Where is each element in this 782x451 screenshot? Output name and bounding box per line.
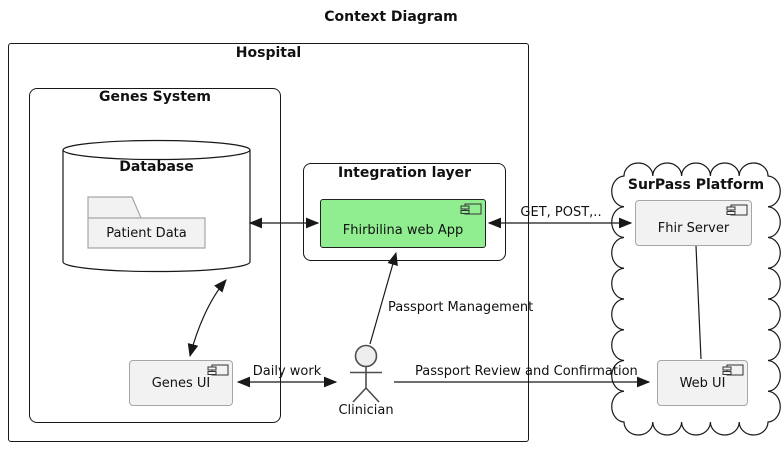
integration-layer-container	[303, 163, 506, 261]
clinician-label: Clinician	[338, 403, 394, 418]
genes-system-label: Genes System	[99, 89, 211, 105]
genes-ui-label: Genes UI	[151, 376, 211, 391]
web-ui-label: Web UI	[679, 376, 726, 391]
fhir-server-label: Fhir Server	[657, 221, 730, 236]
surpass-platform-label: SurPass Platform	[627, 177, 765, 193]
edge-label-passport-management: Passport Management	[388, 300, 534, 315]
genes-system-container	[29, 88, 281, 423]
clinician-actor-icon	[350, 344, 382, 403]
edge-database-genes-ui	[187, 279, 227, 358]
edge-label-get-post: GET, POST,..	[520, 205, 602, 220]
edge-clinician-fhirbilina	[369, 251, 398, 345]
integration-layer-label: Integration layer	[337, 165, 472, 181]
fhirbilina-web-app-node	[320, 199, 486, 248]
fhirbilina-web-app-label: Fhirbilina web App	[342, 223, 464, 238]
edge-fhir-server-web-ui	[695, 245, 702, 360]
hospital-label: Hospital	[235, 45, 302, 61]
patient-data-folder-shape	[87, 196, 206, 249]
patient-data-label: Patient Data	[106, 226, 187, 241]
diagram-title: Context Diagram	[324, 9, 458, 25]
edge-label-passport-review: Passport Review and Confirmation	[415, 364, 638, 379]
hospital-container	[8, 43, 529, 442]
database-label: Database	[119, 159, 194, 175]
edge-label-daily-work: Daily work	[252, 364, 322, 379]
